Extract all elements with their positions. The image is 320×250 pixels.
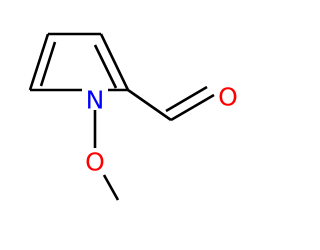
bond-c3-c2 xyxy=(99,33,130,91)
bond-o-ch3 xyxy=(102,174,120,201)
nitrogen-atom-label: N xyxy=(86,86,105,115)
bond-c2-cho xyxy=(127,88,172,122)
bond-cho-o-double xyxy=(165,85,208,113)
bond-cho-o xyxy=(170,93,215,122)
bond-c5-c4 xyxy=(28,33,50,91)
bond-c3-c2-inner xyxy=(93,44,118,89)
molecule-structure: N O O xyxy=(28,32,238,201)
carbonyl-oxygen-atom-label: O xyxy=(218,83,238,112)
methoxy-oxygen-atom-label: O xyxy=(85,148,105,177)
bond-c5-c4-inner xyxy=(39,41,57,87)
